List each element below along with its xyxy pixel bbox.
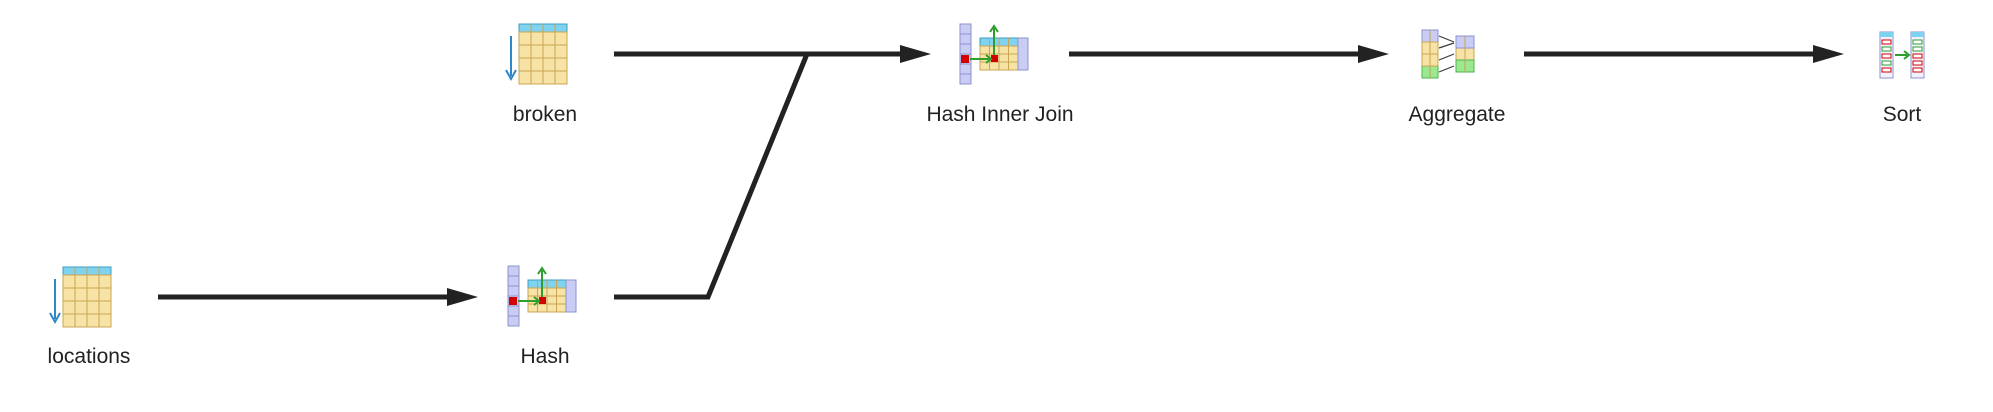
edge-locations-to-hash-head [447,288,478,306]
node-label-aggregate: Aggregate [1408,103,1506,126]
edges [158,45,1844,306]
node-label-hash: Hash [520,345,570,368]
node-locations[interactable] [49,266,112,328]
node-hash-inner-join[interactable] [959,23,1029,85]
node-label-hash-inner-join: Hash Inner Join [926,103,1074,126]
node-sort[interactable] [1879,31,1925,79]
edge-hash-to-hash-join [614,53,810,300]
hash-join-icon [959,23,1029,85]
table-scan-icon [505,23,568,85]
node-broken[interactable] [505,23,568,85]
hash-icon [507,265,577,327]
node-label-sort: Sort [1882,103,1922,126]
node-hash[interactable] [507,265,577,327]
edge-aggregate-to-sort-head [1813,45,1844,63]
aggregate-icon [1421,29,1475,79]
sort-icon [1879,31,1925,79]
node-aggregate[interactable] [1421,29,1475,79]
edge-hash-join-to-aggregate-head [1358,45,1389,63]
node-label-broken: broken [512,103,578,126]
table-scan-icon [49,266,112,328]
edge-broken-to-hash-join-head [900,45,931,63]
node-label-locations: locations [47,345,131,368]
